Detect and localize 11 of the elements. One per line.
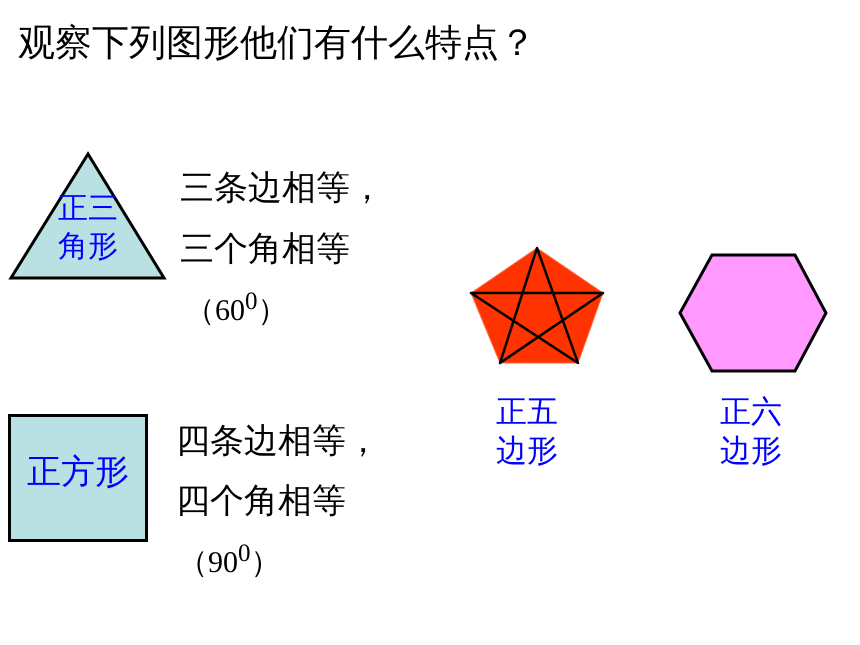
shape-name: 正六边形 [719,393,783,470]
property-text: 三条边相等， [180,169,384,209]
property-text: 四条边相等， [176,422,380,462]
title: 观察下列图形他们有什么特点？ [18,22,536,66]
shape-name: 正方形 [26,453,130,493]
shape-name: 正三角形 [57,191,119,264]
property-text: 四个角相等 [176,482,346,522]
shape-name: 正五边形 [495,393,559,470]
property-text: （90$^{0}$） [178,540,280,581]
property-text: （60$^{0}$） [185,288,288,329]
property-text: 三个角相等 [180,230,350,270]
